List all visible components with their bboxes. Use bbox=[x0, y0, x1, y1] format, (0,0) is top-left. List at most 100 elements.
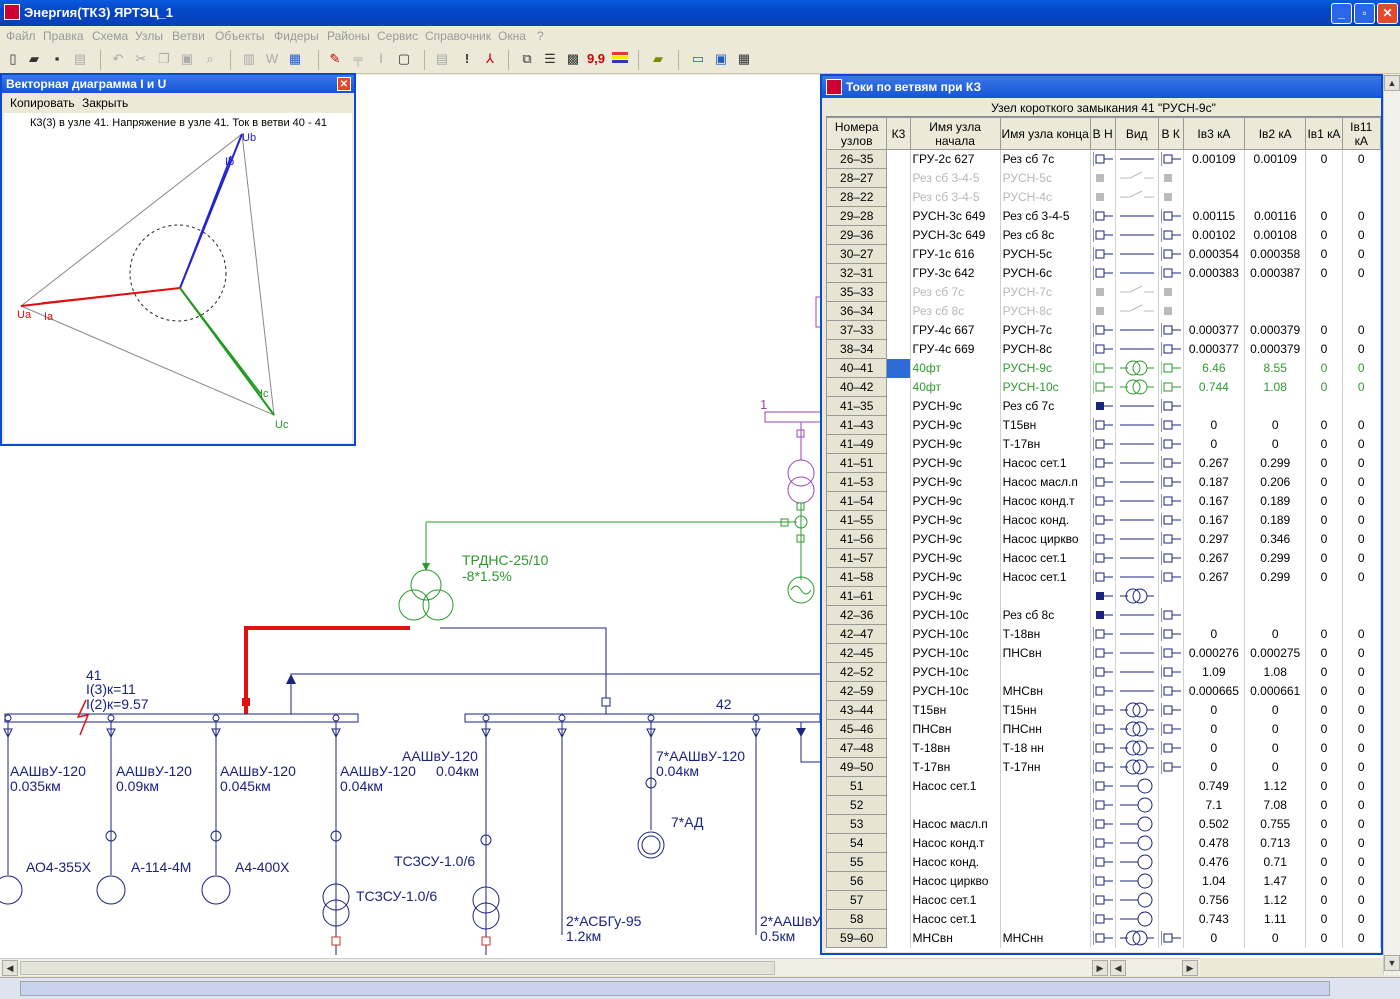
end-node-cell[interactable] bbox=[1000, 852, 1091, 872]
end-node-cell[interactable] bbox=[1000, 814, 1091, 834]
kind-cell[interactable] bbox=[1115, 605, 1159, 625]
end-node-cell[interactable]: Т-17нн bbox=[1000, 757, 1091, 777]
kz-cell[interactable] bbox=[886, 510, 911, 530]
iv3-cell[interactable] bbox=[1183, 396, 1246, 416]
iv2-cell[interactable] bbox=[1244, 282, 1307, 302]
vn-cell[interactable] bbox=[1090, 187, 1116, 207]
vn-cell[interactable] bbox=[1090, 339, 1116, 359]
vk-cell[interactable] bbox=[1158, 928, 1184, 948]
iv3-cell[interactable]: 0.502 bbox=[1183, 814, 1246, 834]
start-node-cell[interactable]: Рез сб 8с bbox=[910, 301, 1001, 321]
number-format-icon[interactable]: 9,9 bbox=[586, 51, 606, 66]
end-node-cell[interactable] bbox=[1000, 833, 1091, 853]
col-iv11[interactable]: Iв11 кА bbox=[1341, 117, 1381, 150]
nodes[interactable]: 47–48 bbox=[826, 738, 888, 758]
iv11-cell[interactable]: 0 bbox=[1342, 206, 1381, 226]
iv11-cell[interactable] bbox=[1342, 301, 1381, 321]
iv1-cell[interactable]: 0 bbox=[1305, 795, 1343, 815]
kind-cell[interactable] bbox=[1115, 795, 1159, 815]
window-layout-icon[interactable]: ▭ bbox=[691, 51, 705, 66]
iv11-cell[interactable]: 0 bbox=[1342, 757, 1381, 777]
nodes[interactable]: 29–28 bbox=[826, 206, 888, 226]
kz-cell[interactable] bbox=[886, 529, 911, 549]
start-node-cell[interactable]: РУСН-9с bbox=[910, 567, 1001, 587]
iv2-cell[interactable]: 0.299 bbox=[1244, 567, 1307, 587]
close-button[interactable]: ✕ bbox=[1377, 3, 1398, 24]
kind-cell[interactable] bbox=[1115, 187, 1159, 207]
iv3-cell[interactable]: 0.267 bbox=[1183, 453, 1246, 473]
menu-districts[interactable]: Районы bbox=[327, 29, 370, 43]
kind-cell[interactable] bbox=[1115, 700, 1159, 720]
kz-cell[interactable] bbox=[886, 605, 911, 625]
kz-cell[interactable] bbox=[886, 738, 911, 758]
window-icon[interactable]: ⧉ bbox=[522, 51, 532, 66]
menu-reference[interactable]: Справочник bbox=[425, 29, 491, 43]
scroll-left-icon[interactable]: ◀ bbox=[1110, 960, 1126, 976]
vk-cell[interactable] bbox=[1158, 206, 1184, 226]
end-node-cell[interactable]: ПНСвн bbox=[1000, 643, 1091, 663]
vk-cell[interactable] bbox=[1158, 377, 1184, 397]
iv3-cell[interactable] bbox=[1183, 301, 1246, 321]
vk-cell[interactable] bbox=[1158, 890, 1184, 910]
vn-cell[interactable] bbox=[1090, 662, 1116, 682]
vector-copy-button[interactable]: Копировать bbox=[10, 96, 75, 110]
end-node-cell[interactable]: Т-18вн bbox=[1000, 624, 1091, 644]
kind-cell[interactable] bbox=[1115, 472, 1159, 492]
nodes[interactable]: 30–27 bbox=[826, 244, 888, 264]
nodes[interactable]: 58 bbox=[826, 909, 888, 929]
start-node-cell[interactable]: Насос сет.1 bbox=[910, 890, 1001, 910]
end-node-cell[interactable]: РУСН-8с bbox=[1000, 339, 1091, 359]
iv2-cell[interactable]: 0 bbox=[1244, 928, 1307, 948]
iv11-cell[interactable]: 0 bbox=[1342, 833, 1381, 853]
iv2-cell[interactable]: 0.000275 bbox=[1244, 643, 1307, 663]
end-node-cell[interactable]: ПНСнн bbox=[1000, 719, 1091, 739]
end-node-cell[interactable]: Т-17вн bbox=[1000, 434, 1091, 454]
iv11-cell[interactable]: 0 bbox=[1342, 738, 1381, 758]
end-node-cell[interactable]: РУСН-10с bbox=[1000, 377, 1091, 397]
vn-cell[interactable] bbox=[1090, 928, 1116, 948]
kind-cell[interactable] bbox=[1115, 168, 1159, 188]
iv1-cell[interactable]: 0 bbox=[1305, 244, 1343, 264]
iv1-cell[interactable]: 0 bbox=[1305, 149, 1343, 169]
kind-cell[interactable] bbox=[1115, 928, 1159, 948]
vk-cell[interactable] bbox=[1158, 624, 1184, 644]
iv3-cell[interactable]: 0 bbox=[1183, 415, 1246, 435]
iv11-cell[interactable]: 0 bbox=[1342, 415, 1381, 435]
iv1-cell[interactable] bbox=[1305, 301, 1343, 321]
vn-cell[interactable] bbox=[1090, 586, 1116, 606]
kz-cell[interactable] bbox=[886, 586, 911, 606]
nodes[interactable]: 32–31 bbox=[826, 263, 888, 283]
kz-cell[interactable] bbox=[886, 909, 911, 929]
end-node-cell[interactable]: Насос конд.т bbox=[1000, 491, 1091, 511]
iv1-cell[interactable]: 0 bbox=[1305, 567, 1343, 587]
iv1-cell[interactable]: 0 bbox=[1305, 453, 1343, 473]
iv1-cell[interactable]: 0 bbox=[1305, 814, 1343, 834]
nodes[interactable]: 41–61 bbox=[826, 586, 888, 606]
vn-cell[interactable] bbox=[1090, 282, 1116, 302]
start-node-cell[interactable]: Насос сет.1 bbox=[910, 776, 1001, 796]
vk-cell[interactable] bbox=[1158, 700, 1184, 720]
vn-cell[interactable] bbox=[1090, 738, 1116, 758]
iv11-cell[interactable]: 0 bbox=[1342, 339, 1381, 359]
kind-cell[interactable] bbox=[1115, 149, 1159, 169]
vn-cell[interactable] bbox=[1090, 453, 1116, 473]
col-iv3[interactable]: Iв3 кА bbox=[1182, 117, 1246, 150]
iv3-cell[interactable]: 0.000383 bbox=[1183, 263, 1246, 283]
end-node-cell[interactable]: МНСвн bbox=[1000, 681, 1091, 701]
kind-cell[interactable] bbox=[1115, 890, 1159, 910]
kz-cell[interactable] bbox=[886, 339, 911, 359]
kind-cell[interactable] bbox=[1115, 263, 1159, 283]
start-node-cell[interactable]: РУСН-3с 649 bbox=[910, 225, 1001, 245]
iv2-cell[interactable]: 1.12 bbox=[1244, 890, 1307, 910]
iv11-cell[interactable]: 0 bbox=[1342, 852, 1381, 872]
vk-cell[interactable] bbox=[1158, 339, 1184, 359]
vn-cell[interactable] bbox=[1090, 833, 1116, 853]
table-icon[interactable]: ▦ bbox=[288, 51, 302, 66]
